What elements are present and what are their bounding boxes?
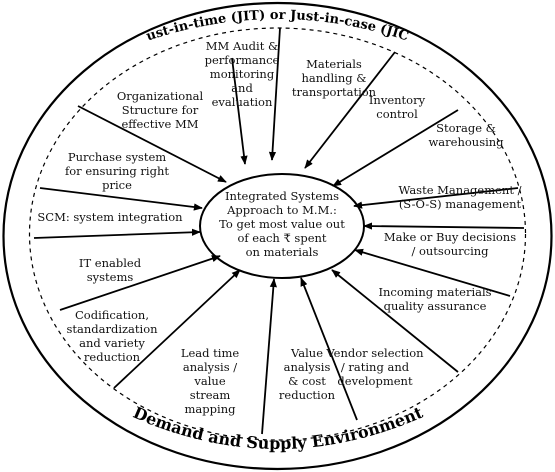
center-label-line: on materials (246, 245, 319, 259)
factor-scm: SCM: system integration (37, 210, 183, 224)
factor-label-line: MM Audit & (206, 39, 278, 53)
factor-label-line: / rating and (341, 360, 410, 374)
factor-label-line: and (231, 81, 253, 95)
factor-label-line: & cost (288, 374, 326, 388)
factor-label-line: price (102, 178, 132, 192)
ring-label-top: Just-in-time (JIT) or Just-in-case (JIC) (0, 0, 410, 44)
center-label-line: Integrated Systems (225, 189, 339, 203)
factor-make-or-buy: Make or Buy decisions/ outsourcing (384, 230, 516, 258)
arrow-waste-management (353, 187, 519, 209)
factor-label-line: (S-O-S) management (399, 197, 522, 211)
factor-arrows (33, 27, 525, 435)
arrow-it-systems (59, 255, 221, 311)
factor-label-line: evaluation (212, 95, 273, 109)
factor-label-line: effective MM (121, 117, 198, 131)
factor-label-line: analysis / (183, 360, 237, 374)
factor-label-line: Lead time (181, 346, 240, 360)
factor-label-line: IT enabled (79, 256, 142, 270)
factor-label-line: warehousing (428, 135, 504, 149)
center-label-line: To get most value out (219, 217, 345, 231)
factor-label-line: Waste Management / (399, 183, 522, 197)
factor-label-line: control (376, 107, 418, 121)
arrow-mm-audit (231, 57, 248, 165)
factor-label-line: Vendor selection (325, 346, 424, 360)
ring-label-bottom: Demand and Supply Environment (130, 403, 426, 454)
arrow-scm (33, 228, 201, 239)
arrow-make-or-buy (363, 222, 525, 230)
arrow-codification (113, 269, 241, 389)
factor-label-line: monitoring (210, 67, 275, 81)
factor-label-line: systems (87, 270, 134, 284)
factor-label-line: Incoming materials (378, 285, 491, 299)
inner-dashed-ring (28, 27, 527, 441)
center-label-line: of each ₹ spent (237, 231, 326, 245)
factor-storage: Storage &warehousing (428, 121, 504, 149)
factor-label-line: Storage & (436, 121, 496, 135)
factor-label-line: Materials (306, 57, 362, 71)
arrow-value-analysis (300, 277, 358, 421)
arrow-inventory-control (304, 51, 396, 169)
factor-label-line: stream (190, 388, 231, 402)
factor-label-line: Codification, (75, 308, 149, 322)
factor-label-line: quality assurance (384, 299, 487, 313)
factor-label-line: reduction (279, 388, 336, 402)
arrow-vendor-selection (331, 269, 459, 373)
factor-label-line: SCM: system integration (37, 210, 183, 224)
factor-label-line: standardization (66, 322, 158, 336)
arrow-lead-time (261, 278, 277, 435)
factor-label-line: value (193, 374, 225, 388)
factor-label-line: / outsourcing (411, 244, 489, 258)
factor-label-line: Value (290, 346, 323, 360)
factor-label-line: development (337, 374, 413, 388)
factor-mm-audit: MM Audit &performancemonitoringandevalua… (205, 39, 280, 109)
factor-label-line: mapping (185, 402, 237, 416)
factor-label-line: transportation (292, 85, 377, 99)
factor-label-line: reduction (84, 350, 141, 364)
factor-label-line: Purchase system (68, 150, 166, 164)
factor-label-line: Structure for (122, 103, 199, 117)
factor-label-line: Make or Buy decisions (384, 230, 516, 244)
factor-label-line: analysis (284, 360, 331, 374)
center-label-line: Approach to M.M.: (226, 203, 337, 217)
arrow-materials-handling (268, 27, 281, 161)
arrow-incoming-qa (354, 248, 511, 297)
factor-waste-management: Waste Management /(S-O-S) management (399, 183, 522, 211)
factor-label-line: Inventory (369, 93, 426, 107)
arrow-org-structure (77, 105, 227, 183)
factor-label-line: for ensuring right (65, 164, 169, 178)
factor-label-line: handling & (301, 71, 366, 85)
factor-labels: MM Audit &performancemonitoringandevalua… (37, 39, 521, 416)
arrow-storage (332, 109, 459, 187)
factor-label-line: performance (205, 53, 280, 67)
factor-label-line: Organizational (117, 89, 204, 103)
arrow-purchase-system (39, 187, 203, 211)
factor-label-line: and variety (79, 336, 145, 350)
